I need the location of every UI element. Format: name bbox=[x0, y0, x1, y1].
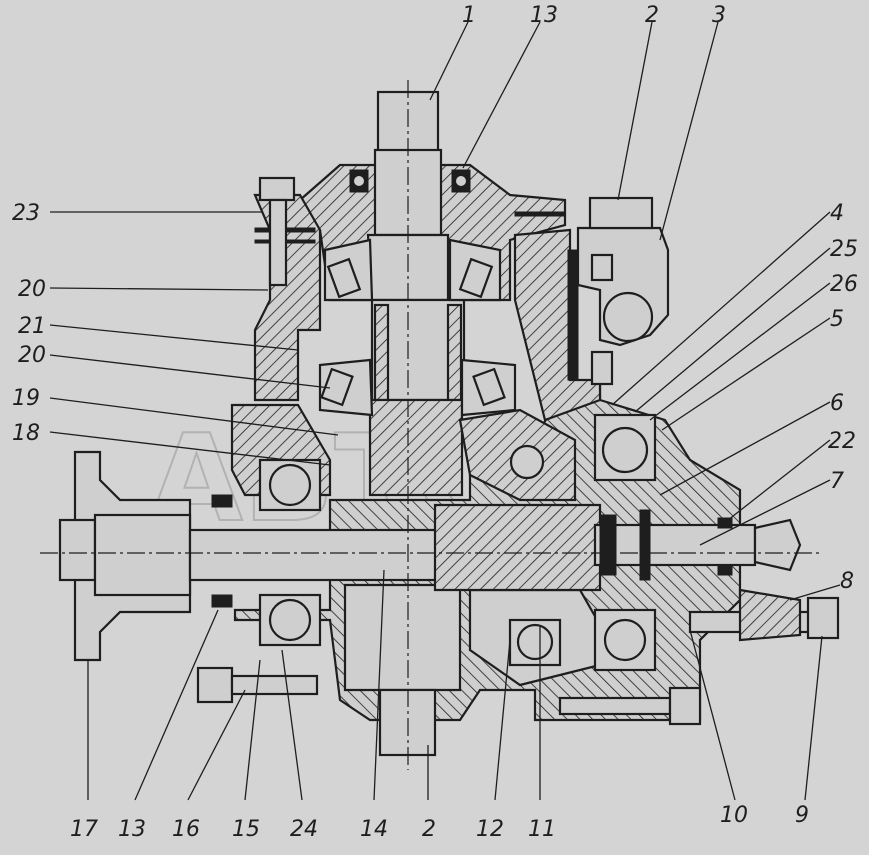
label-12: 12 bbox=[476, 817, 504, 842]
label-13-bottom: 13 bbox=[118, 817, 146, 842]
label-13-top: 13 bbox=[530, 3, 558, 28]
pinion-14 bbox=[368, 398, 464, 497]
label-2-top: 2 bbox=[645, 3, 659, 28]
bolt-lower-right bbox=[668, 686, 702, 726]
label-23: 23 bbox=[12, 201, 40, 226]
sleeve-right bbox=[446, 303, 463, 402]
leader-lines bbox=[49, 21, 841, 801]
seal-22 bbox=[717, 517, 733, 529]
shaft-7 bbox=[593, 523, 757, 567]
label-17: 17 bbox=[70, 817, 98, 842]
label-26: 26 bbox=[830, 272, 858, 297]
label-7: 7 bbox=[830, 469, 844, 494]
label-6: 6 bbox=[830, 391, 844, 416]
differential-cavity bbox=[343, 583, 462, 692]
label-18: 18 bbox=[12, 421, 40, 446]
label-19: 19 bbox=[12, 386, 40, 411]
roller-right-upper bbox=[458, 257, 494, 299]
lever-2-head bbox=[588, 196, 654, 230]
label-22: 22 bbox=[828, 429, 856, 454]
label-24: 24 bbox=[290, 817, 318, 842]
bolt-lever-lower bbox=[590, 350, 614, 386]
nut-23 bbox=[258, 176, 296, 202]
sleeve-left bbox=[373, 303, 390, 402]
bolt-lower-right-shank bbox=[558, 696, 672, 716]
bolt-16-shank bbox=[230, 674, 319, 696]
housing-left-wall bbox=[253, 193, 322, 402]
spacer-6 bbox=[599, 514, 617, 576]
seal-left-upper bbox=[211, 494, 233, 508]
flange-nut bbox=[58, 518, 97, 582]
bolt-lever-upper bbox=[590, 253, 614, 282]
seal-13-lower bbox=[211, 594, 233, 608]
label-20-upper: 20 bbox=[18, 277, 46, 302]
stud-23 bbox=[268, 198, 288, 287]
label-20-lower: 20 bbox=[18, 343, 46, 368]
label-11: 11 bbox=[528, 817, 556, 842]
flange-hub bbox=[93, 513, 192, 597]
shaft-14 bbox=[188, 528, 462, 582]
label-25: 25 bbox=[830, 237, 858, 262]
roller-right-lower bbox=[472, 367, 506, 407]
ball-bearing-upper-right bbox=[509, 444, 545, 480]
label-14: 14 bbox=[360, 817, 388, 842]
label-15: 15 bbox=[232, 817, 260, 842]
label-10: 10 bbox=[720, 803, 748, 828]
lever-pivot bbox=[602, 291, 654, 343]
shaft-7-end bbox=[753, 518, 802, 572]
cover-ear bbox=[738, 588, 802, 642]
shaft-7-core bbox=[433, 503, 602, 592]
roller-left-upper bbox=[326, 257, 362, 299]
roller-left-lower bbox=[320, 367, 354, 407]
bolt-9 bbox=[806, 596, 840, 640]
label-4: 4 bbox=[830, 201, 844, 226]
bolt-16 bbox=[196, 666, 234, 704]
label-16: 16 bbox=[172, 817, 200, 842]
label-8: 8 bbox=[840, 569, 854, 594]
label-5: 5 bbox=[830, 307, 844, 332]
label-1: 1 bbox=[462, 3, 476, 28]
label-2-bottom: 2 bbox=[422, 817, 436, 842]
label-9: 9 bbox=[795, 803, 809, 828]
gasket-upper-right bbox=[514, 211, 566, 217]
gasket-vertical bbox=[567, 249, 579, 381]
label-3: 3 bbox=[712, 3, 726, 28]
label-21: 21 bbox=[18, 314, 46, 339]
